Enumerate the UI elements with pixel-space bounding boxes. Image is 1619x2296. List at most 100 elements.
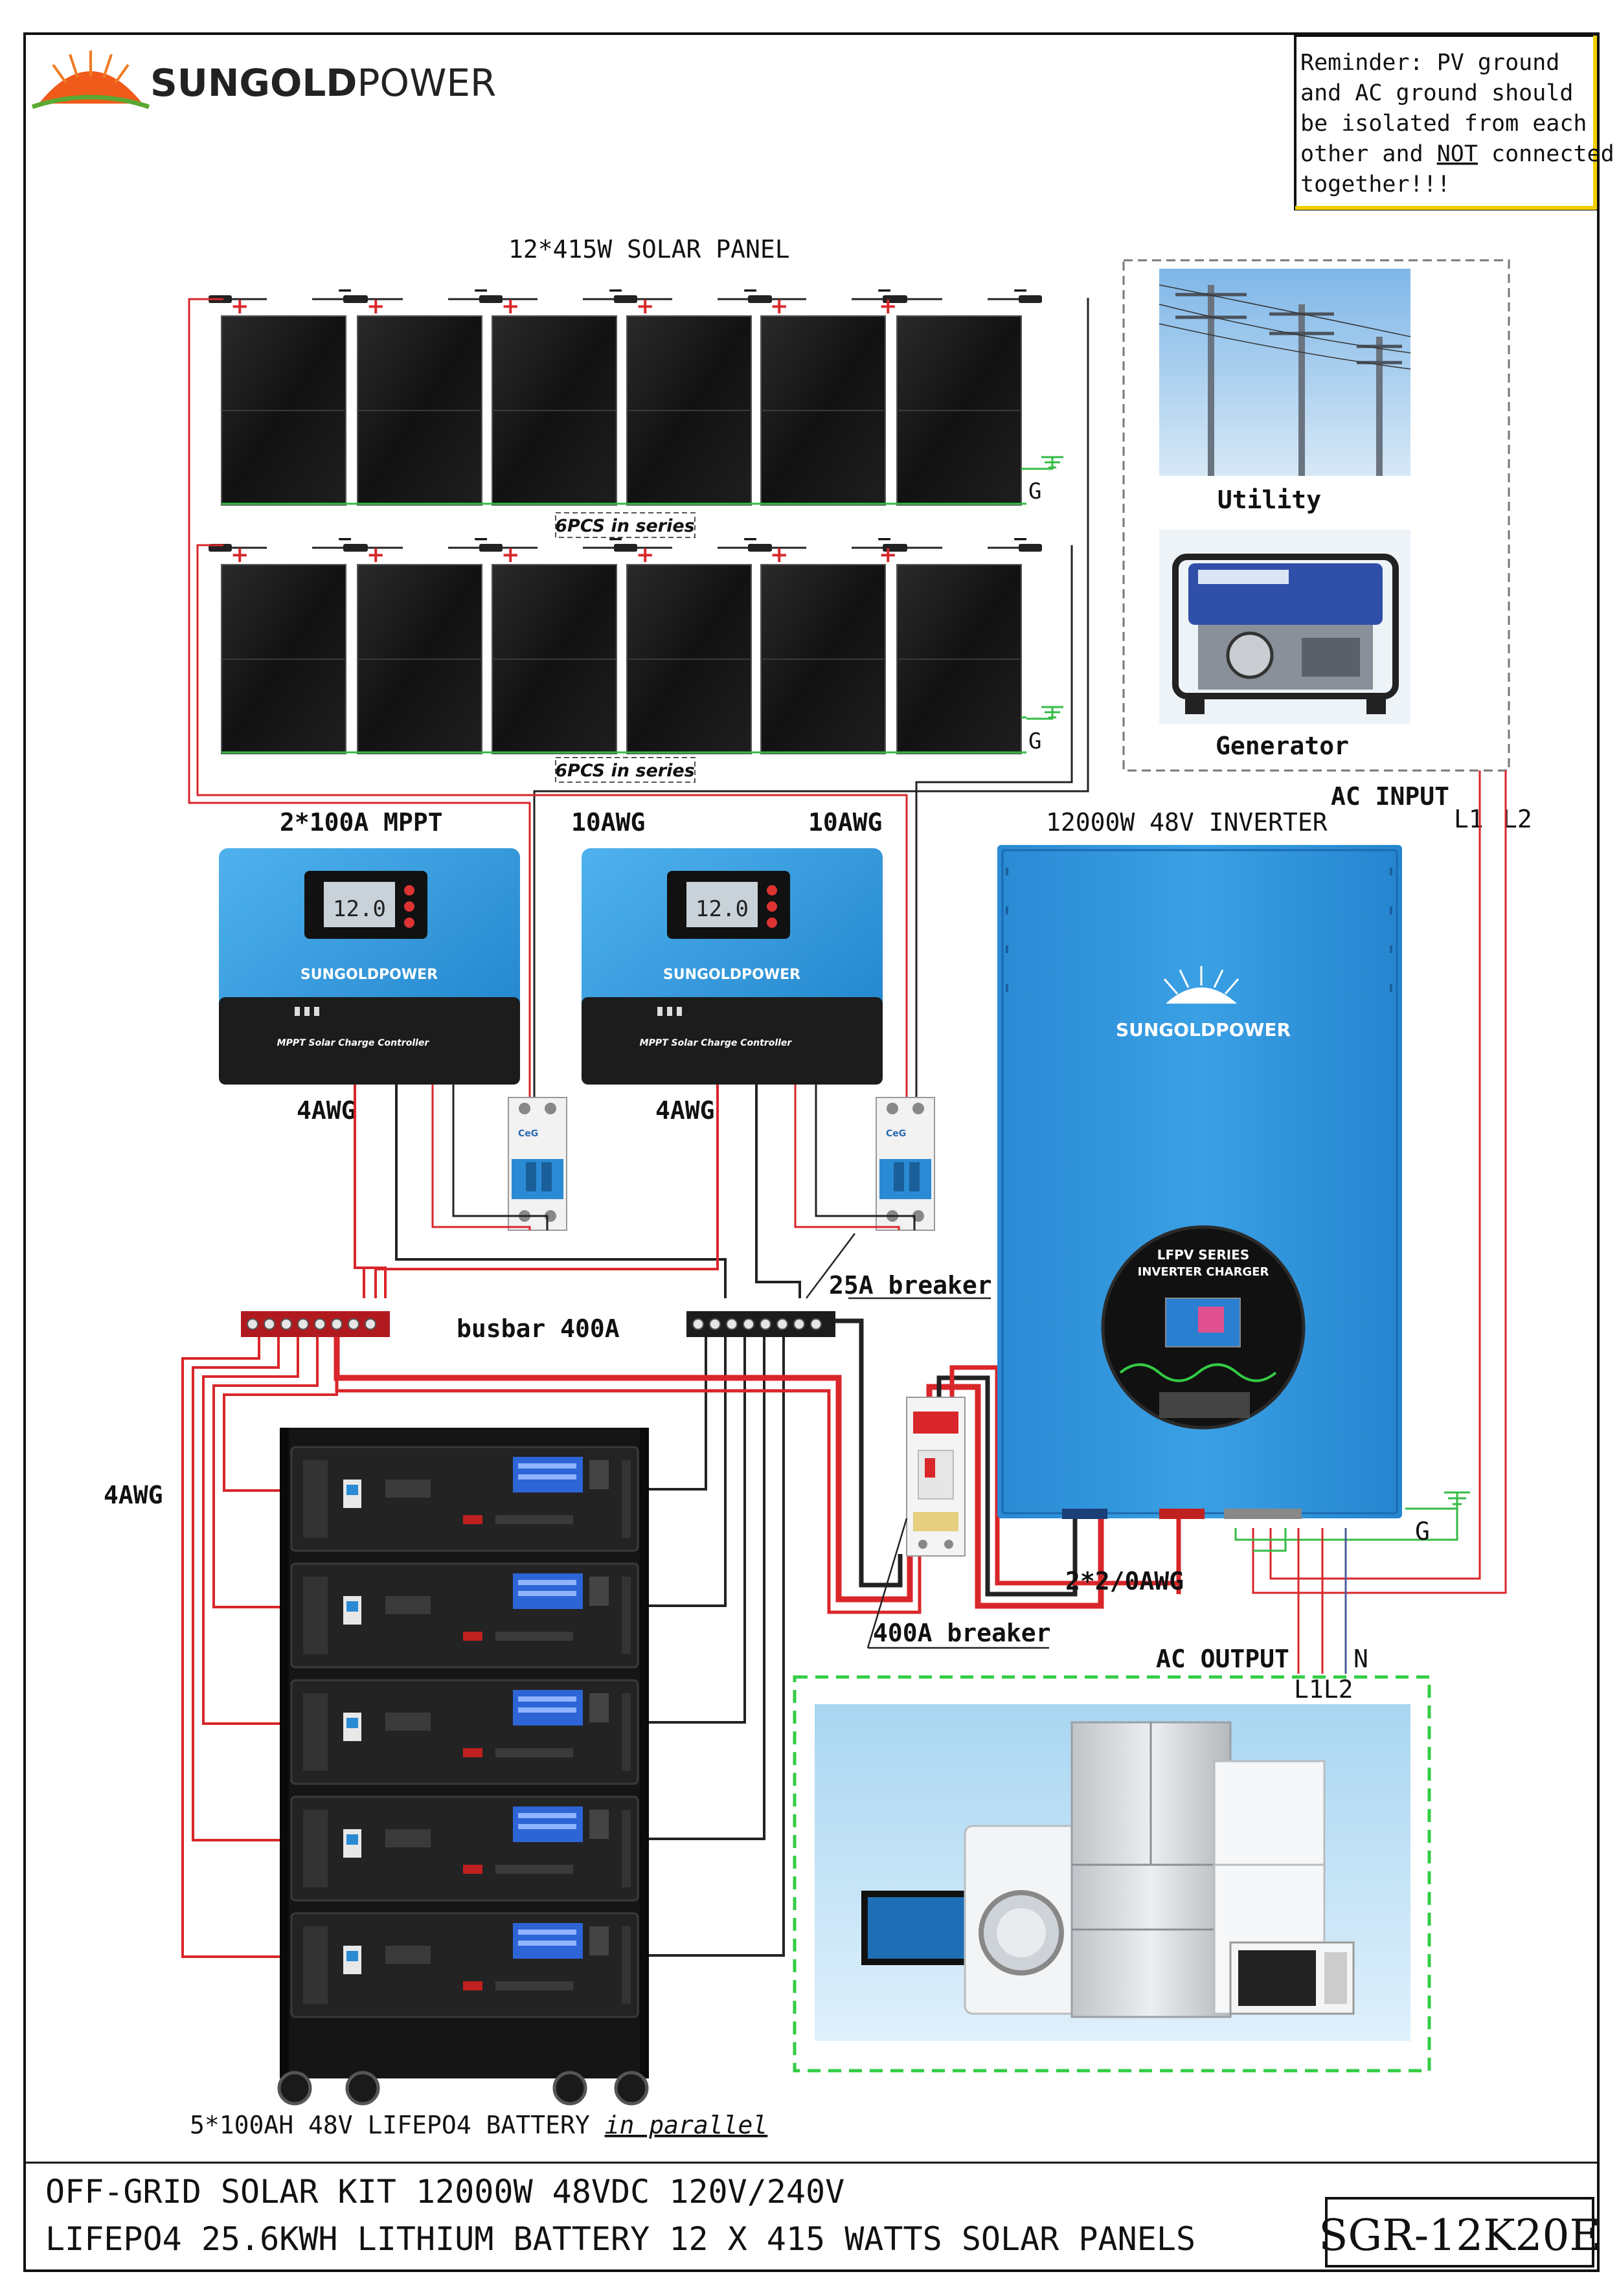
solar-panel: +− — [345, 528, 503, 754]
battery-module — [290, 1679, 639, 1785]
mppt-brand-1: SUNGOLDPOWER — [300, 967, 438, 983]
solar-title: 12*415W SOLAR PANEL — [508, 235, 790, 264]
mppt-display-2: 12.0 — [696, 896, 749, 922]
reminder-line-5: together!!! — [1300, 172, 1451, 197]
negative-icon: − — [1012, 279, 1028, 302]
breaker-pointer — [806, 1233, 855, 1299]
rack-wheel-icon — [552, 2071, 587, 2106]
utility-label: Utility — [1217, 486, 1321, 514]
positive-icon: + — [501, 542, 520, 568]
positive-icon: + — [501, 293, 520, 319]
battery-breaker-400a — [906, 1397, 966, 1557]
busbar-negative — [686, 1311, 835, 1337]
solar-panel: +− — [879, 279, 1042, 506]
busbar-stud — [314, 1318, 326, 1330]
busbar-stud — [810, 1318, 822, 1330]
model-box — [1325, 2197, 1594, 2268]
positive-icon: + — [231, 293, 249, 319]
busbar-stud — [348, 1318, 359, 1330]
ac-output-l1l2: L1L2 — [1294, 1675, 1353, 1704]
pv-ground-label-2: G — [1028, 728, 1041, 754]
busbar-stud — [264, 1318, 275, 1330]
series-label-1: 6PCS in series — [555, 516, 695, 536]
pv-ground-symbol-1 — [1026, 456, 1063, 470]
mc4-connector — [614, 544, 637, 552]
positive-icon: + — [879, 542, 898, 568]
pv-breaker-1-brand: CeG — [518, 1129, 538, 1139]
mc4-connector — [1019, 295, 1042, 303]
inverter-title: 12000W 48V INVERTER — [1046, 808, 1328, 837]
ac-output-n: N — [1353, 1645, 1368, 1673]
positive-icon: + — [636, 542, 655, 568]
series-label-2-box: 6PCS in series — [555, 757, 696, 783]
breaker-to-mppt-wires — [431, 1085, 916, 1230]
mc4-connector — [748, 544, 771, 552]
series-label-1-box: 6PCS in series — [555, 512, 696, 538]
inverter-series-sub: INVERTER CHARGER — [1138, 1265, 1269, 1279]
model-number: SGR-12K20E — [1319, 2211, 1600, 2260]
ac-output-label: AC OUTPUT — [1156, 1645, 1289, 1673]
inverter-brand: SUNGOLDPOWER — [1116, 1019, 1291, 1041]
inverter-ground-label: G — [1415, 1517, 1430, 1546]
mppt-wire-label-1: 10AWG — [571, 808, 645, 837]
mppt-output-wires — [354, 1085, 801, 1298]
appliances-photo — [815, 1704, 1410, 2041]
inverter-sun-icon — [1163, 966, 1240, 1004]
solar-panel: +− — [209, 528, 367, 754]
generator-photo — [1159, 530, 1410, 724]
battery-breaker-label: 400A breaker — [873, 1619, 1051, 1647]
mppt-controller-2: 12.0 SUNGOLDPOWER MPPT Solar Charge Cont… — [582, 848, 883, 1085]
busbar-stud — [297, 1318, 309, 1330]
solar-panel: +− — [614, 528, 772, 754]
battery-caption: 5*100AH 48V LIFEPO4 BATTERY in parallel — [190, 2111, 767, 2139]
busbar-stud — [709, 1318, 721, 1330]
pv-breaker-2: CeG — [876, 1097, 935, 1231]
busbar-stud — [331, 1318, 343, 1330]
solar-panel: +− — [479, 528, 637, 754]
battery-module — [290, 1446, 639, 1552]
pv-ground-label-1: G — [1028, 478, 1041, 504]
battery-breaker-pointer — [866, 1518, 908, 1649]
battery-rack — [277, 1428, 649, 2106]
inverter-ground-symbol — [1405, 1491, 1470, 1510]
solar-array: +−+−+−+−+−+−+−+−+−+−+−+− — [209, 279, 1042, 754]
reminder-line-3: be isolated from each — [1300, 111, 1587, 137]
rack-wheel-icon — [345, 2071, 380, 2106]
busbar-stud — [760, 1318, 771, 1330]
positive-icon: + — [879, 293, 898, 319]
solar-panel: +− — [879, 528, 1042, 754]
reminder-line-1: Reminder: PV ground — [1300, 50, 1559, 76]
pv-string-wires — [188, 298, 1089, 1097]
mppt-out-label-1: 4AWG — [297, 1096, 356, 1125]
ac-input-label: AC INPUT — [1331, 782, 1449, 811]
pv-breaker-1: CeG — [508, 1097, 567, 1231]
mc4-connector — [479, 544, 503, 552]
busbar-stud — [776, 1318, 788, 1330]
busbar-stud — [743, 1318, 754, 1330]
solar-panel: +− — [479, 279, 637, 506]
mc4-connector — [614, 295, 637, 303]
solar-panel: +− — [748, 528, 906, 754]
reminder-line-4: other and NOT connected — [1300, 141, 1614, 167]
solar-panel: +− — [614, 279, 772, 506]
sun-logo-icon — [31, 51, 150, 109]
mc4-connector — [884, 544, 907, 552]
reminder-box: Reminder: PV ground and AC ground should… — [1294, 34, 1614, 210]
battery-module — [290, 1795, 639, 1902]
reminder-line-2: and AC ground should — [1300, 80, 1573, 106]
mppt-subtitle-1: MPPT Solar Charge Controller — [277, 1038, 430, 1048]
ac-input-l1: L1 — [1454, 805, 1484, 833]
sungold-logo: SUNGOLDPOWER — [31, 51, 496, 109]
dc-wire-label: 2*2/0AWG — [1065, 1567, 1184, 1595]
negative-icon: − — [1012, 528, 1028, 550]
pv-breaker-2-brand: CeG — [886, 1129, 906, 1139]
generator-label: Generator — [1216, 732, 1349, 760]
mppt-out-label-2: 4AWG — [655, 1096, 715, 1125]
mc4-connector — [479, 295, 503, 303]
battery-parallel-wires — [181, 1337, 785, 1958]
mppt-title: 2*100A MPPT — [280, 808, 443, 837]
busbar-stud — [692, 1318, 704, 1330]
inverter: SUNGOLDPOWER LFPV SERIES INVERTER CHARGE… — [997, 845, 1402, 1519]
busbar-positive — [241, 1311, 390, 1337]
